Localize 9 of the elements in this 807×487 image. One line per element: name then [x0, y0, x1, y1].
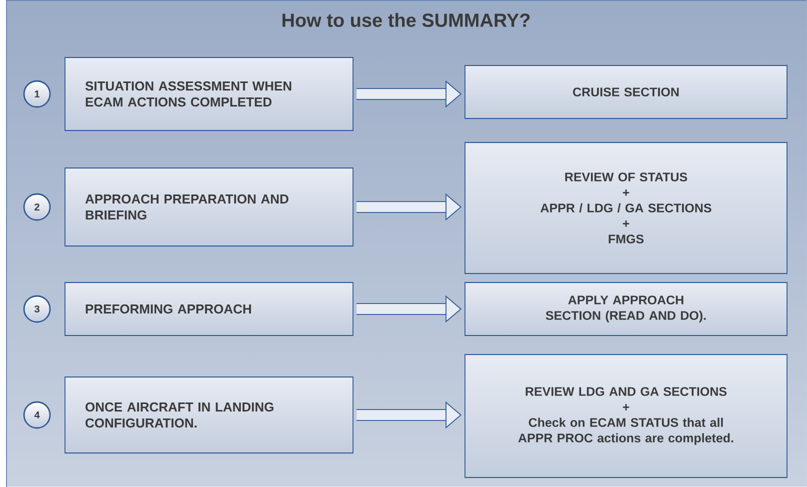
title: How to use the SUMMARY?: [282, 13, 530, 27]
action-box: REVIEW LDG AND GA SECTIONS + Check on ECAM STATUS that all APPR PROC actions are completed.: [464, 354, 788, 478]
action-box: REVIEW OF STATUS + APPR / LDG / GA SECTIONS + FMGS: [464, 142, 788, 274]
action-box: CRUISE SECTION: [464, 65, 788, 119]
step-box: APPROACH PREPARATION AND BRIEFING: [64, 168, 354, 246]
step-box: SITUATION ASSESSMENT WHEN ECAM ACTIONS COMPLETED: [64, 57, 354, 131]
step-box: PREFORMING APPROACH: [64, 282, 354, 336]
step-box: ONCE AIRCRAFT IN LANDING CONFIGURATION.: [64, 376, 354, 454]
action-box: APPLY APPROACH SECTION (READ AND DO).: [464, 282, 788, 336]
